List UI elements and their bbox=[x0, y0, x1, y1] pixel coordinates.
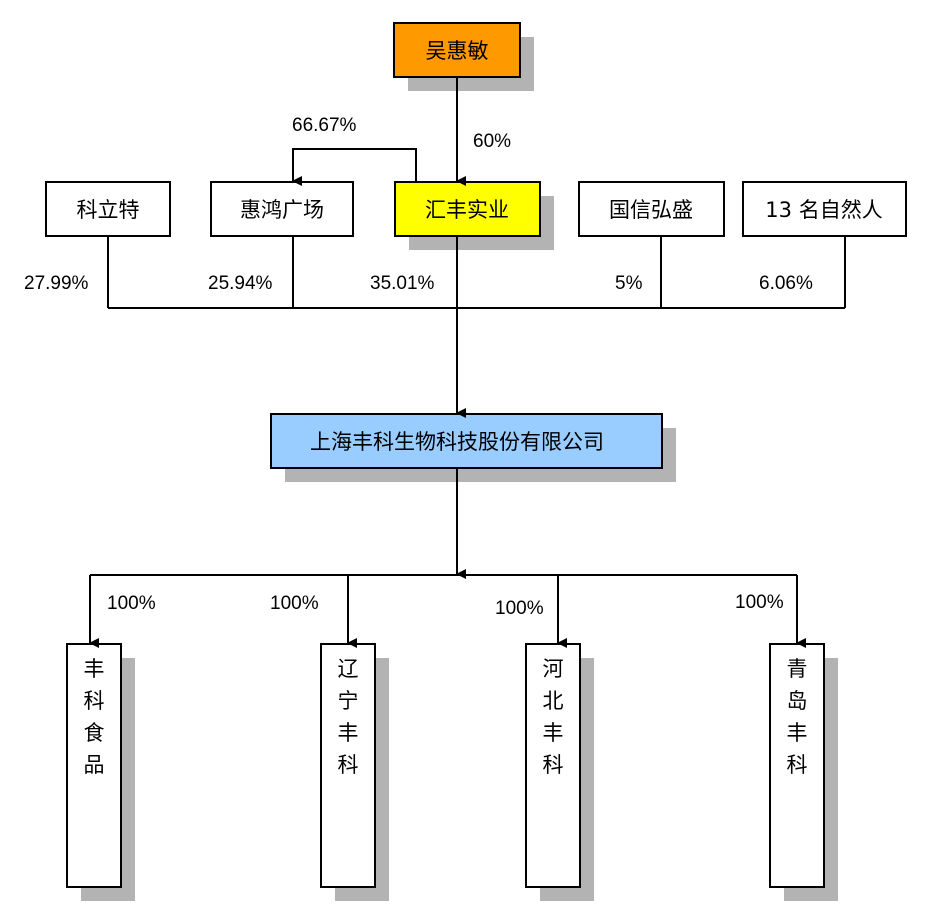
vertical-char: 食 bbox=[84, 721, 105, 745]
vertical-char: 丰 bbox=[84, 657, 105, 681]
vertical-char: 丰 bbox=[338, 721, 359, 745]
huihong-label: 惠鸿广场 bbox=[240, 198, 324, 222]
node-sub-hebei: 河北丰科 bbox=[525, 643, 581, 888]
guoxin-box bbox=[578, 181, 725, 237]
sub-hebei-box bbox=[525, 643, 581, 888]
sub-qingdao-label: 青岛丰科 bbox=[787, 657, 808, 777]
guoxin-label: 国信弘盛 bbox=[609, 198, 693, 222]
pct-kelite: 27.99% bbox=[24, 273, 89, 294]
vertical-char: 科 bbox=[338, 753, 359, 777]
arrow-huifeng-to-huihong bbox=[292, 148, 417, 186]
pct-huifeng-to-huihong: 66.67% bbox=[292, 115, 357, 136]
huifeng-box bbox=[394, 181, 541, 237]
huihong-box bbox=[210, 181, 354, 237]
pct-sub-qingdao: 100% bbox=[735, 592, 784, 613]
vertical-char: 品 bbox=[84, 753, 105, 777]
pct-guoxin: 5% bbox=[615, 273, 643, 294]
pct-person-to-huifeng: 60% bbox=[473, 131, 511, 152]
vertical-char: 科 bbox=[787, 753, 808, 777]
sub-liaoning-label: 辽宁丰科 bbox=[338, 657, 359, 777]
connectors bbox=[89, 77, 846, 648]
vertical-char: 丰 bbox=[787, 721, 808, 745]
node-guoxin: 国信弘盛 bbox=[578, 181, 725, 237]
vertical-char: 辽 bbox=[338, 657, 359, 681]
vertical-char: 北 bbox=[543, 689, 564, 713]
top-person-box bbox=[393, 22, 521, 78]
pct-natural-persons: 6.06% bbox=[759, 273, 813, 294]
sub-hebei-label: 河北丰科 bbox=[543, 657, 564, 777]
vertical-char: 岛 bbox=[787, 689, 808, 713]
vertical-char: 科 bbox=[543, 753, 564, 777]
company-box bbox=[270, 413, 663, 469]
vertical-char: 河 bbox=[543, 657, 564, 681]
node-company: 上海丰科生物科技股份有限公司 bbox=[270, 413, 663, 469]
company-label: 上海丰科生物科技股份有限公司 bbox=[310, 430, 604, 454]
node-kelite: 科立特 bbox=[45, 181, 171, 237]
vertical-char: 科 bbox=[84, 689, 105, 713]
huifeng-label: 汇丰实业 bbox=[425, 198, 509, 222]
vertical-char: 丰 bbox=[543, 721, 564, 745]
sub-food-box bbox=[66, 643, 122, 888]
kelite-box bbox=[45, 181, 171, 237]
node-top-person: 吴惠敏 bbox=[393, 22, 521, 78]
pct-sub-liaoning: 100% bbox=[270, 593, 319, 614]
natural-persons-label: 13 名自然人 bbox=[765, 198, 882, 222]
node-huihong: 惠鸿广场 bbox=[210, 181, 354, 237]
node-huifeng: 汇丰实业 bbox=[394, 181, 541, 237]
sub-liaoning-box bbox=[320, 643, 376, 888]
percentage-labels: 60% 66.67% 27.99% 25.94% 35.01% 5% 6.06%… bbox=[24, 115, 813, 619]
pct-huifeng: 35.01% bbox=[370, 273, 435, 294]
vertical-char: 宁 bbox=[338, 689, 359, 713]
sub-food-label: 丰科食品 bbox=[84, 657, 105, 777]
node-sub-liaoning: 辽宁丰科 bbox=[320, 643, 376, 888]
pct-sub-hebei: 100% bbox=[495, 598, 544, 619]
top-person-label: 吴惠敏 bbox=[426, 39, 489, 63]
pct-sub-food: 100% bbox=[107, 593, 156, 614]
vertical-char: 青 bbox=[787, 657, 808, 681]
pct-huihong: 25.94% bbox=[208, 273, 273, 294]
node-sub-qingdao: 青岛丰科 bbox=[769, 643, 825, 888]
kelite-label: 科立特 bbox=[77, 198, 140, 222]
sub-qingdao-box bbox=[769, 643, 825, 888]
node-natural-persons: 13 名自然人 bbox=[742, 181, 907, 237]
natural-persons-box bbox=[742, 181, 907, 237]
node-sub-food: 丰科食品 bbox=[66, 643, 122, 888]
